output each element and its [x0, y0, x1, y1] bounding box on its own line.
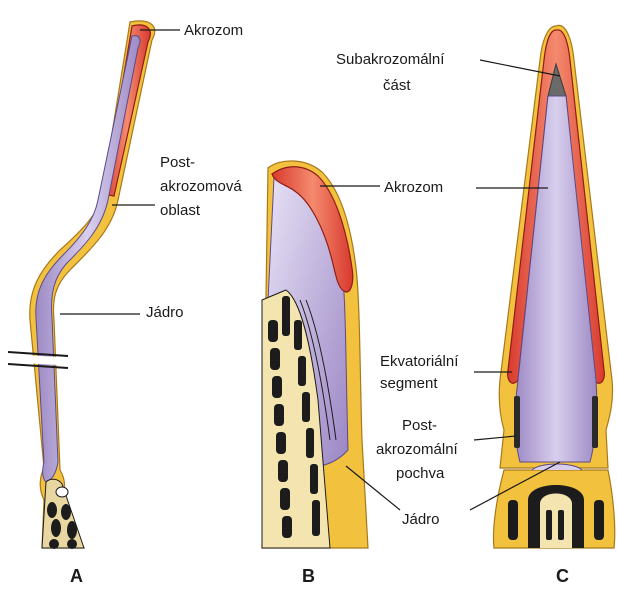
label-c-post-3: pochva	[396, 464, 444, 483]
label-c-sub-2: část	[383, 76, 411, 95]
label-a-post-3: oblast	[160, 201, 200, 220]
panel-label-a: A	[70, 566, 83, 587]
label-a-post-2: akrozomová	[160, 177, 242, 196]
label-c-post-1: Post-	[402, 416, 437, 435]
label-c-ekv-2: segment	[380, 374, 438, 393]
label-c-post-2: akrozomální	[376, 440, 458, 459]
label-b-jadro: Jádro	[402, 510, 440, 529]
panel-a-sperm	[8, 21, 155, 549]
label-b-akrozom: Akrozom	[384, 178, 443, 197]
label-c-ekv-1: Ekvatoriální	[380, 352, 458, 371]
label-a-post-1: Post-	[160, 153, 195, 172]
label-c-sub-1: Subakrozomální	[336, 50, 444, 69]
panel-label-b: B	[302, 566, 315, 587]
label-a-akrozom: Akrozom	[184, 21, 243, 40]
label-a-jadro: Jádro	[146, 303, 184, 322]
panel-b-sperm	[262, 161, 368, 548]
panel-label-c: C	[556, 566, 569, 587]
panel-c-sperm	[493, 25, 614, 548]
